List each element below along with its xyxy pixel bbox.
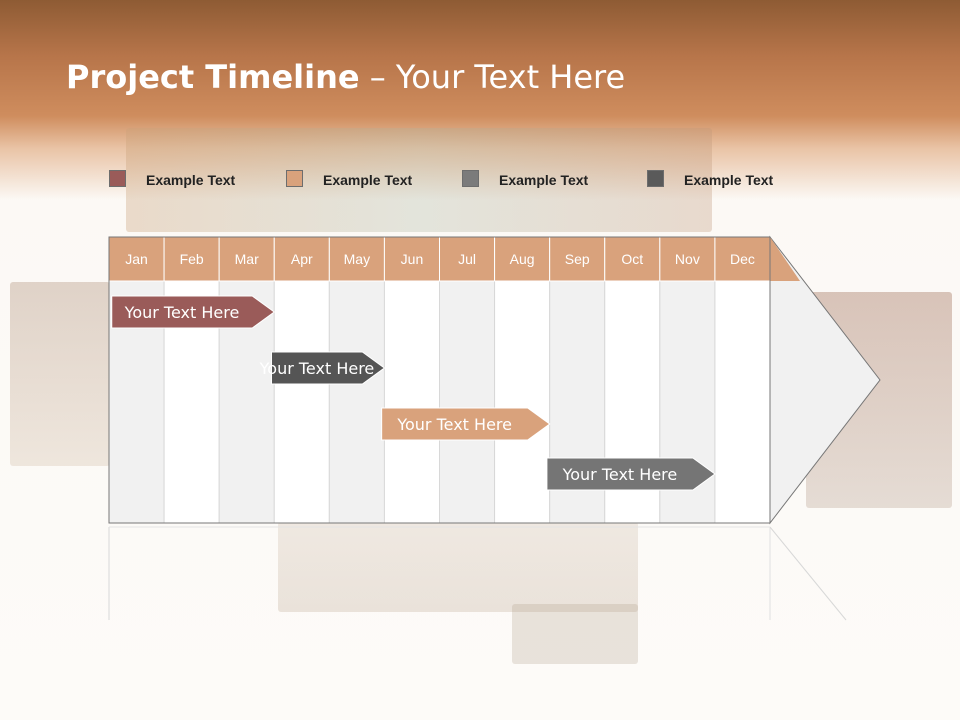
background-letterpress-block [512, 604, 638, 664]
month-header-cell [108, 236, 165, 282]
month-column [383, 280, 440, 524]
month-label: Mar [235, 251, 259, 267]
background-letterpress-block [126, 128, 712, 232]
month-label: Sep [565, 251, 590, 267]
task-label: Your Text Here [259, 359, 375, 378]
month-column [328, 280, 385, 524]
timeline-frame [108, 236, 771, 524]
month-header-cell [163, 236, 220, 282]
month-column [494, 280, 551, 524]
header-band [0, 0, 960, 200]
month-column [439, 280, 496, 524]
month-label: Apr [291, 251, 313, 267]
page-title: Project Timeline – Your Text Here [66, 58, 625, 96]
task-arrow [111, 295, 276, 329]
task-arrow [546, 457, 716, 491]
legend-swatch [462, 170, 479, 187]
task-label: Your Text Here [562, 465, 678, 484]
month-label: Dec [730, 251, 755, 267]
task-label: Your Text Here [124, 303, 240, 322]
month-header-cell [604, 236, 661, 282]
month-header-cell [494, 236, 551, 282]
month-label: Jul [458, 251, 476, 267]
month-label: Nov [675, 251, 700, 267]
month-label: Aug [510, 251, 535, 267]
month-label: Oct [621, 251, 643, 267]
legend-label: Example Text [684, 172, 774, 188]
task-arrow [270, 351, 386, 385]
title-bold: Project Timeline [66, 58, 360, 96]
month-label: Jun [401, 251, 424, 267]
legend-label: Example Text [499, 172, 589, 188]
month-header-cell [328, 236, 385, 282]
reflection-line [769, 526, 847, 621]
legend-swatch [647, 170, 664, 187]
legend-swatch [286, 170, 303, 187]
month-label: May [344, 251, 370, 267]
background-letterpress-block [278, 522, 638, 612]
legend-label: Example Text [323, 172, 413, 188]
task-arrow [381, 407, 551, 441]
task-label: Your Text Here [396, 415, 512, 434]
month-header-cell [273, 236, 330, 282]
month-column [714, 280, 771, 524]
title-rest: – Your Text Here [359, 58, 626, 96]
legend-swatch [109, 170, 126, 187]
background-letterpress-block [10, 282, 110, 466]
arrow-head-header-strip [770, 237, 800, 281]
month-header-cell [218, 236, 275, 282]
month-column [273, 280, 330, 524]
month-header-cell [549, 236, 606, 282]
month-label: Feb [180, 251, 204, 267]
month-label: Jan [125, 251, 148, 267]
legend-label: Example Text [146, 172, 236, 188]
